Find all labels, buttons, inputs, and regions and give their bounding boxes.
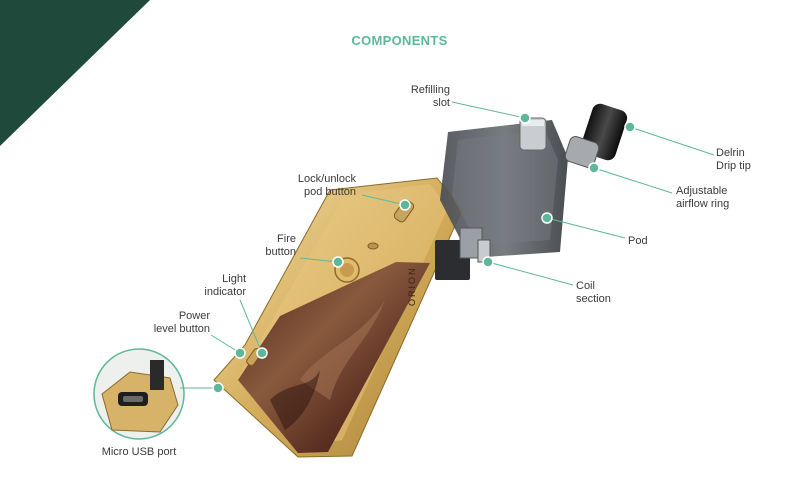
delrin-drip-tip (564, 103, 628, 168)
pod (435, 120, 568, 280)
refilling-slot (519, 117, 547, 151)
label-micro-usb-port: Micro USB port (101, 446, 177, 458)
label-delrin-drip-tip: Delrin Drip tip (716, 147, 751, 172)
label-coil-section: Coil section (576, 280, 611, 305)
leader-lines (180, 101, 715, 389)
usb-zoom (93, 348, 185, 440)
page-title: COMPONENTS (351, 33, 448, 48)
label-fire-button: Fire button (265, 233, 296, 258)
label-refilling-slot: Refilling slot (410, 84, 450, 109)
device-body (213, 177, 463, 458)
label-adjustable-airflow-ring: Adjustable airflow ring (676, 185, 730, 210)
label-pod: Pod (628, 235, 648, 247)
brand-text: ORION (407, 266, 417, 306)
label-power-level-button: Power level button (153, 310, 210, 335)
label-lock-unlock-pod-button: Lock/unlock pod button (297, 173, 356, 198)
label-light-indicator: Light indicator (204, 273, 246, 298)
marker-dots (212, 112, 636, 394)
